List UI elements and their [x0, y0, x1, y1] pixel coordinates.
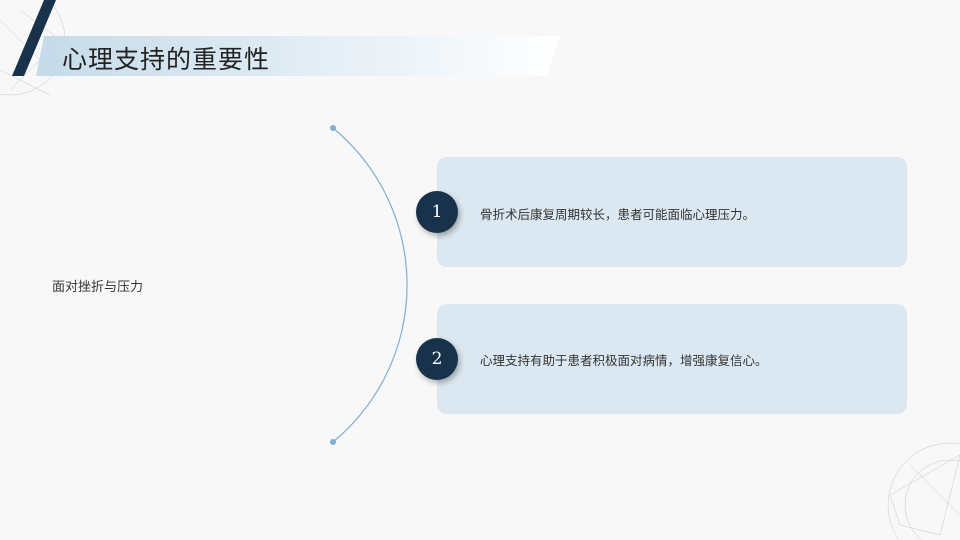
- page-title: 心理支持的重要性: [62, 45, 271, 74]
- point-text-2: 心理支持有助于患者积极面对病情，增强康复信心。: [480, 353, 768, 368]
- network-globe-decoration-bottom-right: [887, 442, 960, 540]
- number-badge-2: 2: [416, 338, 458, 380]
- arc-endpoint-bottom: [330, 439, 336, 445]
- point-text-1: 骨折术后康复周期较长，患者可能面临心理压力。: [480, 207, 756, 222]
- arc-endpoint-top: [330, 125, 336, 131]
- point-card-1: [437, 157, 907, 267]
- point-card-2: [437, 304, 907, 414]
- topic-label: 面对挫折与压力: [52, 280, 144, 295]
- title-band: [36, 36, 560, 76]
- number-badge-1: 1: [416, 191, 458, 233]
